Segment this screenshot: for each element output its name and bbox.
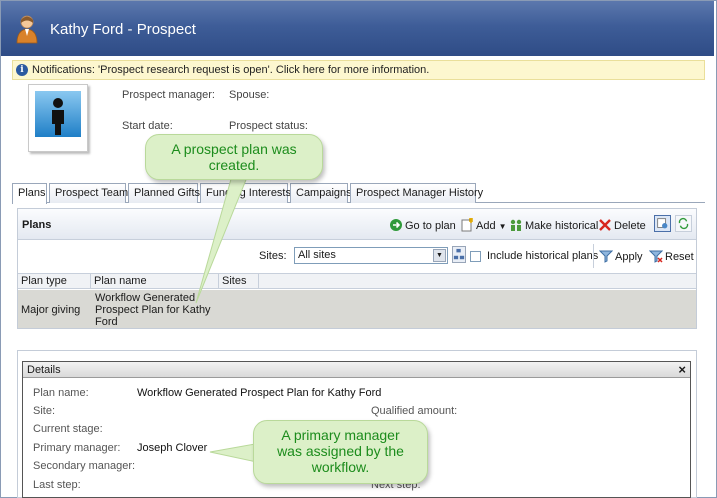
plans-filter-row: Sites: All sites ▼ Include historical pl…	[18, 241, 696, 271]
apply-button[interactable]: Apply	[599, 249, 643, 263]
include-historical-checkbox[interactable]	[470, 251, 481, 262]
funnel-reset-icon	[649, 250, 663, 263]
callout-line: created.	[208, 157, 260, 173]
tab-campaigns[interactable]: Campaigns	[290, 183, 352, 203]
tab-prospect-team[interactable]: Prospect Team	[49, 183, 128, 203]
column-plan-type[interactable]: Plan type	[18, 274, 91, 289]
close-icon[interactable]: ×	[678, 362, 686, 377]
callout-pointer	[195, 165, 253, 304]
details-header: Details ×	[23, 362, 690, 378]
add-label: Add	[476, 220, 496, 232]
callout-line: workflow.	[311, 459, 370, 475]
plans-heading: Plans	[22, 219, 52, 231]
secondary-manager-label: Secondary manager:	[33, 460, 136, 472]
profile-photo	[28, 84, 88, 152]
include-historical-label: Include historical plans	[487, 250, 599, 262]
historical-people-icon	[510, 219, 522, 231]
apply-label: Apply	[615, 251, 643, 263]
prospect-manager-label: Prospect manager:	[122, 89, 215, 101]
plan-name-line: Ford	[95, 316, 118, 328]
delete-label: Delete	[614, 220, 646, 232]
sites-search-button[interactable]	[452, 246, 466, 263]
plan-name-value: Workflow Generated Prospect Plan for Kat…	[137, 387, 382, 399]
plans-grid-header: Plan type Plan name Sites	[18, 273, 696, 289]
details-title: Details	[27, 364, 61, 376]
add-button[interactable]: Add ▼	[460, 218, 507, 232]
start-date-label: Start date:	[122, 120, 173, 132]
qualified-amount-label: Qualified amount:	[371, 405, 458, 417]
tab-plans[interactable]: Plans	[12, 183, 47, 204]
prospect-status-label: Prospect status:	[229, 120, 308, 132]
sites-select[interactable]: All sites ▼	[294, 247, 448, 264]
delete-button[interactable]: Delete	[598, 218, 646, 232]
table-row[interactable]: Major giving Workflow Generated Prospect…	[18, 290, 696, 328]
tab-prospect-manager-history[interactable]: Prospect Manager History	[350, 183, 483, 203]
callout-line: A primary manager	[281, 427, 400, 443]
make-historical-label: Make historical	[525, 220, 599, 232]
notification-bar[interactable]: i Notifications: 'Prospect research requ…	[12, 60, 705, 80]
plan-type-cell: Major giving	[21, 304, 81, 316]
spouse-label: Spouse:	[229, 89, 270, 101]
last-step-label: Last step:	[33, 479, 81, 491]
refresh-icon	[678, 217, 689, 230]
callout-primary-manager: A primary manager was assigned by the wo…	[253, 420, 428, 484]
reset-label: Reset	[665, 251, 694, 263]
refresh-button[interactable]	[675, 215, 692, 232]
notification-text[interactable]: Notifications: 'Prospect research reques…	[32, 64, 430, 76]
filter-divider	[593, 244, 594, 268]
hierarchy-icon	[453, 248, 465, 260]
info-icon: i	[16, 64, 28, 76]
site-label: Site:	[33, 405, 56, 417]
callout-plan-created: A prospect plan was created.	[145, 134, 323, 180]
plan-name-line: Prospect Plan for Kathy	[95, 304, 211, 316]
sites-select-value: All sites	[298, 249, 336, 261]
funnel-apply-icon	[599, 250, 613, 263]
callout-line: A prospect plan was	[171, 141, 297, 157]
chevron-down-icon: ▼	[498, 222, 507, 231]
prospect-person-icon	[16, 15, 38, 44]
delete-x-icon	[599, 219, 611, 231]
plans-toolbar: Plans Go to plan Add ▼ Make historical D…	[18, 209, 696, 240]
plans-panel: Plans Go to plan Add ▼ Make historical D…	[17, 208, 697, 329]
sites-label: Sites:	[259, 250, 287, 262]
go-arrow-icon	[390, 219, 402, 231]
filter-panel-icon	[657, 218, 668, 229]
chevron-down-icon[interactable]: ▼	[433, 249, 446, 262]
current-stage-label: Current stage:	[33, 423, 103, 435]
go-to-plan-label: Go to plan	[405, 220, 456, 232]
callout-line: was assigned by the	[277, 443, 404, 459]
plan-name-line: Workflow Generated	[95, 292, 196, 304]
reset-button[interactable]: Reset	[649, 249, 694, 263]
title-bar: Kathy Ford - Prospect	[1, 1, 714, 56]
make-historical-button[interactable]: Make historical	[509, 218, 598, 232]
plan-name-label: Plan name:	[33, 387, 89, 399]
column-sites[interactable]: Sites	[219, 274, 259, 289]
add-document-icon	[461, 218, 473, 232]
tab-planned-gifts[interactable]: Planned Gifts	[128, 183, 200, 203]
person-silhouette-icon	[35, 91, 81, 137]
primary-manager-label: Primary manager:	[33, 442, 121, 454]
window-title: Kathy Ford - Prospect	[50, 21, 196, 38]
primary-manager-value: Joseph Clover	[137, 442, 208, 454]
view-toggle-button[interactable]	[654, 215, 671, 232]
go-to-plan-button[interactable]: Go to plan	[389, 218, 456, 232]
column-plan-name[interactable]: Plan name	[91, 274, 219, 289]
